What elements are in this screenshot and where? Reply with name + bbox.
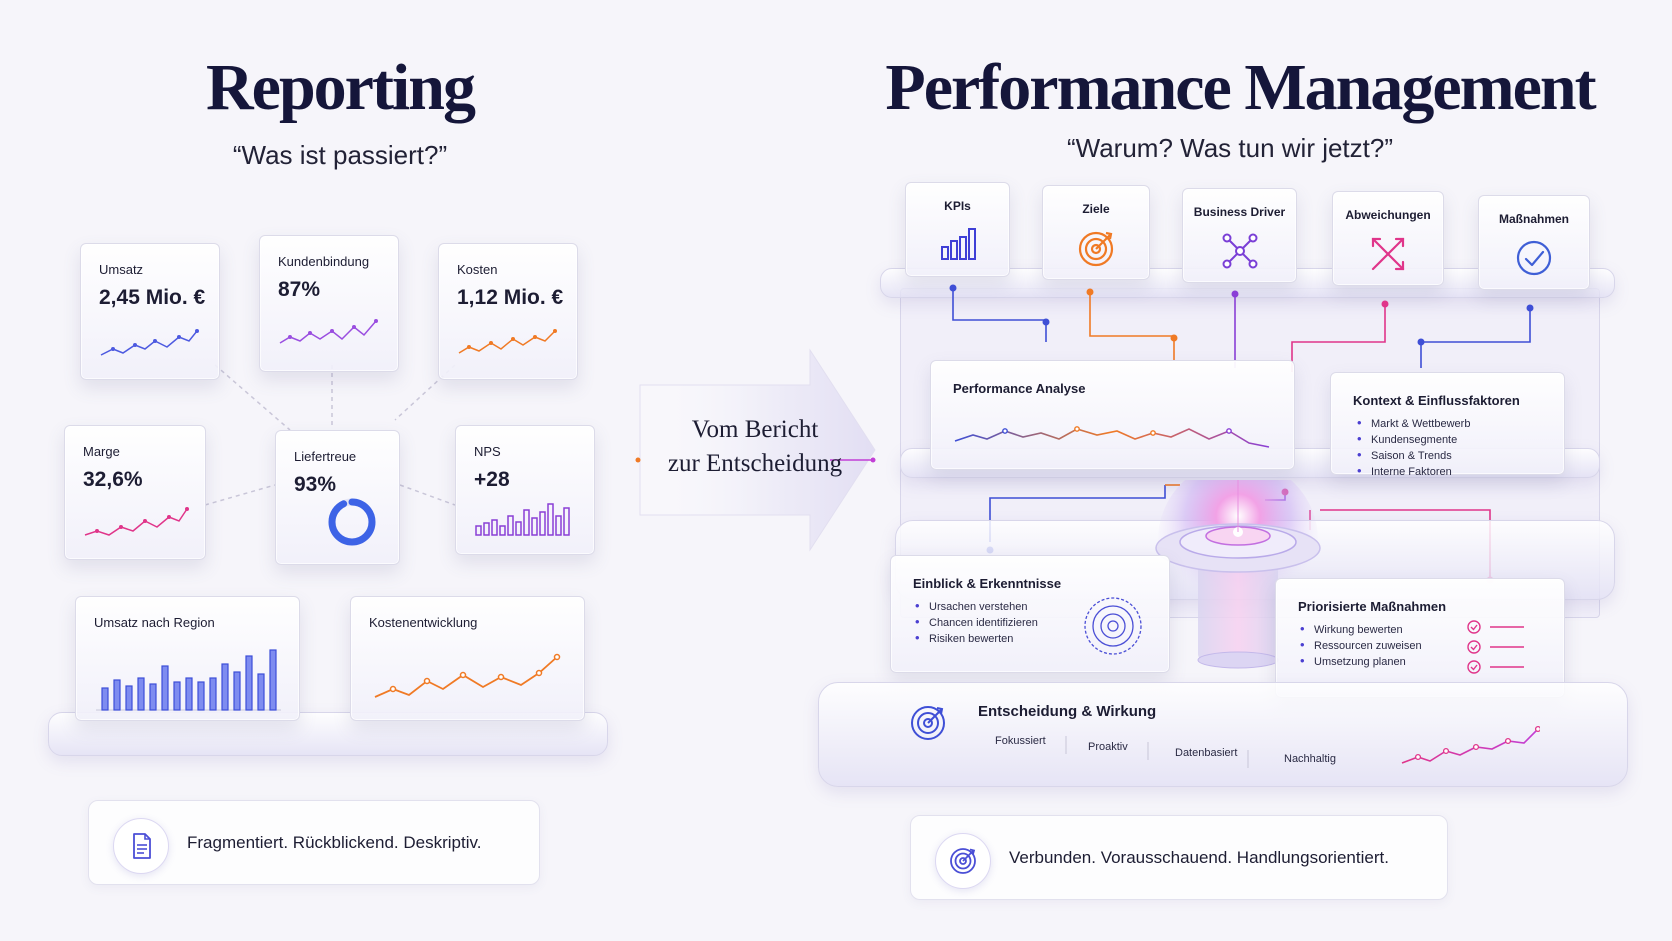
tag-proaktiv: Proaktiv: [1088, 741, 1128, 753]
target-icon: [1078, 231, 1114, 267]
sparkline-kosten: [458, 329, 557, 354]
pm-title: Performance Management: [885, 51, 1596, 124]
list-item: Kundensegmente: [1357, 431, 1470, 447]
sparkline-umsatz: [100, 329, 199, 356]
entscheidung-section: Entscheidung & Wirkung Fokussiert Proakt…: [860, 695, 1600, 775]
kpi-card-liefertreue: Liefertreue 93%: [275, 430, 400, 565]
kpi-value: 93%: [294, 473, 337, 496]
list-item: Chancen identifizieren: [915, 614, 1038, 630]
chart-card-umsatz-nach-region: Umsatz nach Region: [75, 596, 300, 721]
top-card-label: Maßnahmen: [1498, 212, 1569, 226]
document-icon: [113, 818, 169, 874]
arrow-label-line1: Vom Bericht: [691, 416, 819, 443]
panel-title: Einblick & Erkenntnisse: [913, 576, 1062, 591]
performance-analyse-panel: Performance Analyse: [930, 360, 1295, 470]
bar-chart-icon: [940, 228, 976, 260]
entscheidung-title: Entscheidung & Wirkung: [978, 703, 1157, 720]
reporting-summary-text: Fragmentiert. Rückblickend. Deskriptiv.: [187, 832, 482, 852]
arrow-label-line2: zur Entscheidung: [667, 450, 843, 477]
kpi-value: 32,6%: [83, 468, 143, 491]
list-item: Umsetzung planen: [1300, 653, 1422, 669]
kpi-label: NPS: [474, 444, 501, 459]
kpi-label: Umsatz: [99, 262, 144, 277]
panel-title: Priorisierte Maßnahmen: [1298, 599, 1447, 614]
top-card-label: Ziele: [1082, 202, 1110, 216]
target-icon: [935, 833, 991, 889]
pm-base-platform: [818, 682, 1628, 787]
reporting-subtitle: “Was ist passiert?”: [232, 140, 448, 170]
kpi-label: Kosten: [457, 262, 498, 277]
top-card-label: KPIs: [944, 199, 971, 213]
kpi-connector-lines: [204, 364, 456, 506]
kpi-value: 2,45 Mio. €: [99, 286, 206, 309]
top-card-business-driver: Business Driver: [1182, 188, 1297, 283]
list-item: Risiken bewerten: [915, 630, 1038, 646]
top-card-abweichungen: Abweichungen: [1332, 191, 1444, 286]
list-item: Saison & Trends: [1357, 447, 1470, 463]
reporting-summary: Fragmentiert. Rückblickend. Deskriptiv.: [88, 800, 540, 885]
chart-label: Umsatz nach Region: [94, 615, 215, 630]
kpi-label: Kundenbindung: [278, 254, 370, 269]
tag-dividers: [1065, 736, 1249, 768]
list-item: Ursachen verstehen: [915, 598, 1038, 614]
list-item: Interne Faktoren: [1357, 463, 1470, 479]
kpi-card-umsatz: Umsatz 2,45 Mio. €: [80, 243, 220, 380]
kpi-value: +28: [474, 468, 510, 491]
kpi-card-kosten: Kosten 1,12 Mio. €: [438, 243, 578, 380]
reporting-title: Reporting: [206, 51, 476, 124]
einblick-list: Ursachen verstehen Chancen identifiziere…: [915, 598, 1038, 646]
kontext-panel: Kontext & Einflussfaktoren Markt & Wettb…: [1330, 372, 1565, 478]
bars-nps: [475, 503, 570, 536]
tag-datenbasiert: Datenbasiert: [1175, 747, 1238, 759]
line-chart-kosten: [374, 653, 561, 698]
top-card-label: Business Driver: [1193, 205, 1286, 219]
diverge-arrows-icon: [1371, 237, 1405, 271]
top-card-kpis: KPIs: [905, 182, 1010, 277]
chart-label: Kostenentwicklung: [369, 615, 478, 630]
massnahmen-list: Wirkung bewerten Ressourcen zuweisen Ums…: [1300, 621, 1422, 669]
pm-summary-text: Verbunden. Vorausschauend. Handlungsorie…: [1009, 847, 1389, 867]
kpi-value: 87%: [278, 278, 321, 301]
list-item: Ressourcen zuweisen: [1300, 637, 1422, 653]
priorisierte-massnahmen-panel: Priorisierte Maßnahmen Wirkung bewerten …: [1275, 578, 1565, 698]
top-card-ziele: Ziele: [1042, 185, 1150, 280]
bar-chart-region: [96, 649, 281, 711]
kpi-card-kundenbindung: Kundenbindung 87%: [259, 235, 399, 372]
top-card-massnahmen: Maßnahmen: [1478, 195, 1590, 290]
sparkline-kundenbindung: [279, 319, 378, 344]
einblick-panel: Einblick & Erkenntnisse Ursachen versteh…: [890, 555, 1170, 673]
pm-summary: Verbunden. Vorausschauend. Handlungsorie…: [910, 815, 1448, 900]
list-item: Markt & Wettbewerb: [1357, 415, 1470, 431]
sparkline-marge: [84, 507, 189, 536]
check-circle-icon: [1516, 240, 1552, 276]
transition-arrow: [635, 348, 876, 552]
kontext-list: Markt & Wettbewerb Kundensegmente Saison…: [1357, 415, 1470, 479]
kpi-label: Liefertreue: [294, 449, 357, 464]
checklist-icons: [1467, 620, 1524, 674]
list-item: Wirkung bewerten: [1300, 621, 1422, 637]
network-icon: [1222, 233, 1257, 269]
radar-icon: [1084, 597, 1142, 655]
kpi-label: Marge: [83, 444, 120, 459]
panel-title: Kontext & Einflussfaktoren: [1353, 393, 1520, 408]
kpi-card-marge: Marge 32,6%: [64, 425, 206, 560]
top-card-label: Abweichungen: [1345, 208, 1431, 222]
chart-card-kostenentwicklung: Kostenentwicklung: [350, 596, 585, 721]
tag-fokussiert: Fokussiert: [995, 735, 1046, 747]
tag-nachhaltig: Nachhaltig: [1284, 753, 1336, 765]
kpi-value: 1,12 Mio. €: [457, 286, 564, 309]
target-icon: [911, 706, 945, 740]
pm-subtitle: “Warum? Was tun wir jetzt?”: [1066, 133, 1393, 163]
donut-liefertreue: [328, 498, 376, 546]
analysis-line-chart: [954, 426, 1270, 448]
impact-sparkline: [1401, 725, 1540, 764]
kpi-card-nps: NPS +28: [455, 425, 595, 555]
pm-connector-lines: [949, 284, 1534, 584]
panel-title: Performance Analyse: [953, 381, 1086, 396]
